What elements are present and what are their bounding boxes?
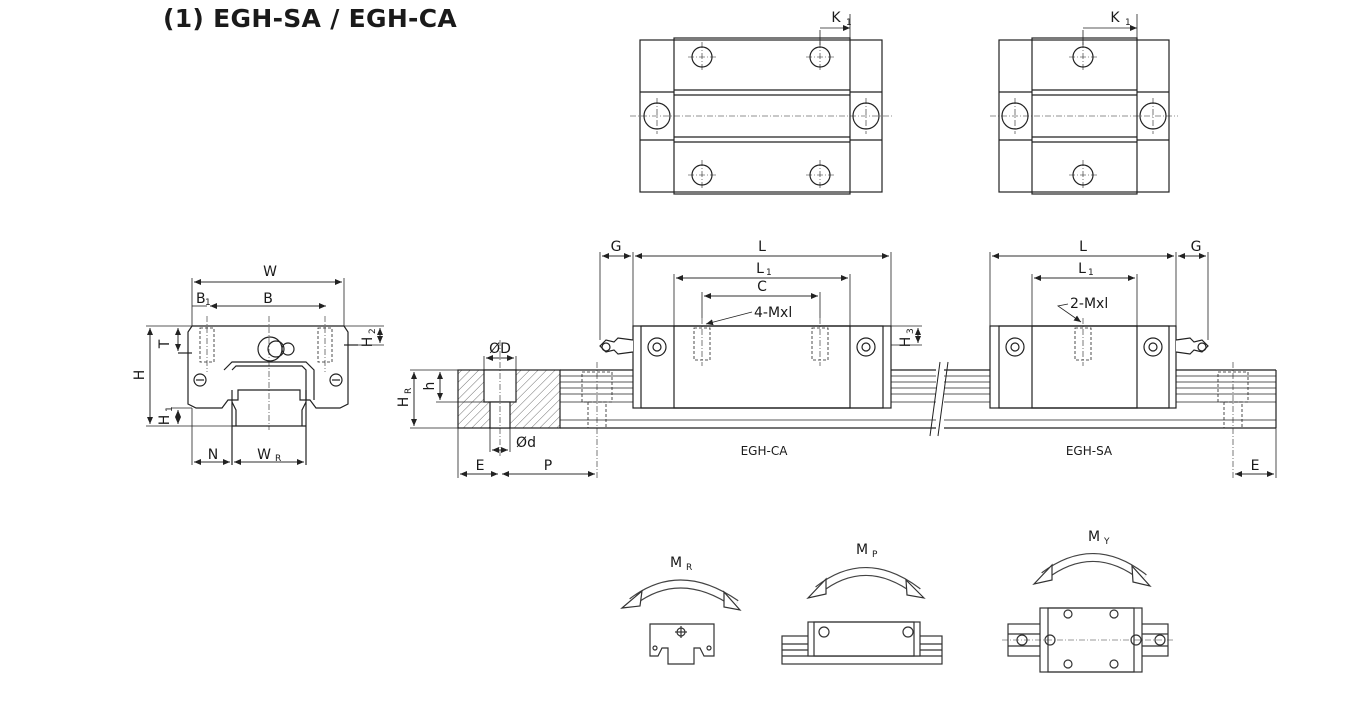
dim-h1-sub: 1 (165, 406, 175, 412)
moment-my-sub: Y (1103, 537, 1110, 547)
moment-mr-sub: R (686, 563, 692, 573)
dim-4-mxl: 4-Mxl (754, 305, 792, 321)
dim-e-left: E (476, 458, 485, 474)
moment-mr-label: M (670, 555, 682, 571)
end-view (146, 278, 384, 465)
moment-mp-label: M (856, 542, 868, 558)
dim-l1-ca-sub: 1 (766, 268, 772, 278)
page-title: (1) EGH-SA / EGH-CA (163, 4, 458, 33)
dim-h3-sub: 3 (906, 328, 916, 334)
moment-my (1002, 553, 1174, 673)
dim-h2-sub: 2 (368, 328, 378, 334)
dim-od: ØD (489, 341, 511, 357)
dim-k1-sa-sub: 1 (1125, 18, 1131, 28)
dim-c: C (757, 279, 767, 295)
dim-hr-sub: R (404, 388, 414, 394)
moment-mr (620, 579, 742, 665)
dim-b: B (263, 291, 273, 307)
dim-h3: H (898, 337, 914, 348)
dim-2-mxl: 2-Mxl (1070, 296, 1108, 312)
dim-k1-ca: K (831, 10, 841, 26)
moment-my-label: M (1088, 529, 1100, 545)
dim-g-right: G (1191, 239, 1202, 255)
dim-n: N (208, 447, 218, 463)
dim-l1-ca: L (756, 261, 764, 277)
dim-l-sa: L (1079, 239, 1087, 255)
dim-g-left: G (611, 239, 622, 255)
dim-h2: H (360, 337, 376, 348)
side-view (410, 252, 1277, 478)
dim-t: T (157, 339, 173, 349)
dim-h: H (132, 370, 148, 381)
dim-k1-ca-sub: 1 (846, 18, 852, 28)
dim-w: W (263, 264, 277, 280)
dim-h-small: h (422, 382, 438, 391)
dim-b1: B (196, 291, 206, 307)
dim-h1: H (157, 415, 173, 426)
dim-k1-sa: K (1110, 10, 1120, 26)
dim-hr: H (396, 397, 412, 408)
dim-od-small: Ød (516, 435, 536, 451)
dim-l-ca: L (758, 239, 766, 255)
moment-mp-sub: P (872, 550, 878, 560)
top-view-sa (990, 14, 1178, 195)
caption-egh-ca: EGH-CA (741, 444, 789, 458)
dim-b1-sub: 1 (205, 298, 211, 308)
dim-p: P (544, 458, 552, 474)
dim-l1-sa: L (1078, 261, 1086, 277)
caption-egh-sa: EGH-SA (1066, 444, 1113, 458)
dim-wr: W (257, 447, 271, 463)
dim-e-right: E (1251, 458, 1260, 474)
moment-mp (781, 567, 943, 665)
top-view-ca (630, 14, 892, 195)
dim-wr-sub: R (275, 454, 281, 464)
dim-l1-sa-sub: 1 (1088, 268, 1094, 278)
